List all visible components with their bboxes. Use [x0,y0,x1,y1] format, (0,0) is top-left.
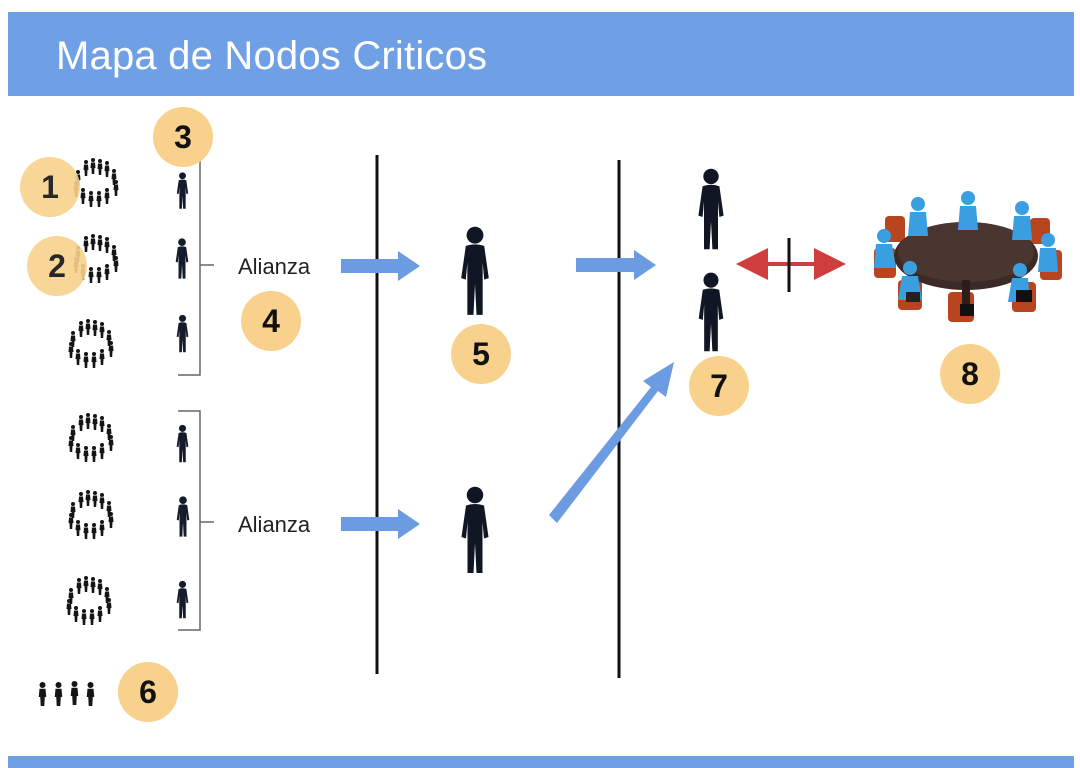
badge-3: 3 [153,107,213,167]
badge-5: 5 [451,324,511,384]
arrow-alianza-lower [341,509,420,539]
arrow-to-node-7 [576,250,656,280]
badge-7: 7 [689,356,749,416]
badge-8: 8 [940,344,1000,404]
alianza-label-lower: Alianza [238,512,311,537]
person-icon [175,238,189,279]
bottom-bar [8,756,1074,768]
person-icon [176,314,189,353]
bracket-lower [178,410,214,631]
person-icon [176,496,190,537]
arrow-diagonal-to-node-7 [549,362,674,523]
badge-6: 6 [118,662,178,722]
person-icon [176,424,189,463]
people-row-icon [86,682,95,706]
person-icon-node-7-top [698,168,724,250]
person-icon [176,580,189,619]
person-icon-lower-node [461,486,489,573]
badge-1: 1 [20,157,80,217]
alianza-label-upper: Alianza [238,254,311,279]
title-bar: Mapa de Nodos Criticos [8,12,1074,96]
people-row-icon [38,682,47,706]
people-row-icon [54,682,63,706]
crowd-circle-icon [69,490,114,539]
crowd-circle-icon [69,319,114,368]
crowd-circle-icon [69,413,114,462]
people-row-icon [70,681,79,705]
person-icon [176,172,189,209]
person-icon-node-7-bottom [698,272,724,352]
crowd-circle-icon [67,576,112,625]
arrow-alianza-upper [341,251,420,281]
round-table-meeting-icon [874,191,1062,322]
badge-4: 4 [241,291,301,351]
person-icon-node-5 [461,226,489,315]
badge-2: 2 [27,236,87,296]
page-title: Mapa de Nodos Criticos [56,34,488,78]
crowd-circle-icon [74,158,119,207]
